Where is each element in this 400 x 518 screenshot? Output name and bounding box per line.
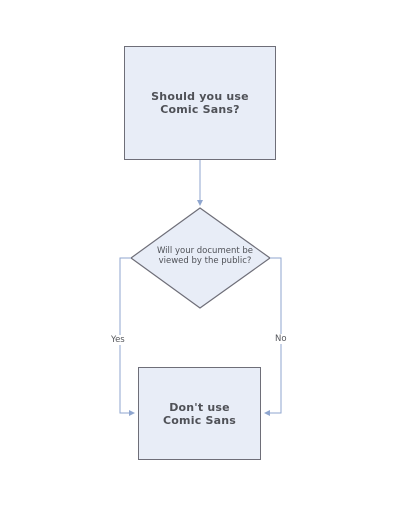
result-box: Don't use Comic Sans bbox=[138, 367, 261, 460]
edge-label-yes: Yes bbox=[110, 335, 126, 345]
edge-label-no: No bbox=[274, 334, 288, 344]
start-box: Should you use Comic Sans? bbox=[124, 46, 276, 160]
decision-label: Will your document be viewed by the publ… bbox=[156, 246, 254, 266]
decision-diamond bbox=[129, 207, 272, 309]
result-box-label: Don't use Comic Sans bbox=[163, 400, 236, 427]
start-box-label: Should you use Comic Sans? bbox=[151, 90, 249, 116]
